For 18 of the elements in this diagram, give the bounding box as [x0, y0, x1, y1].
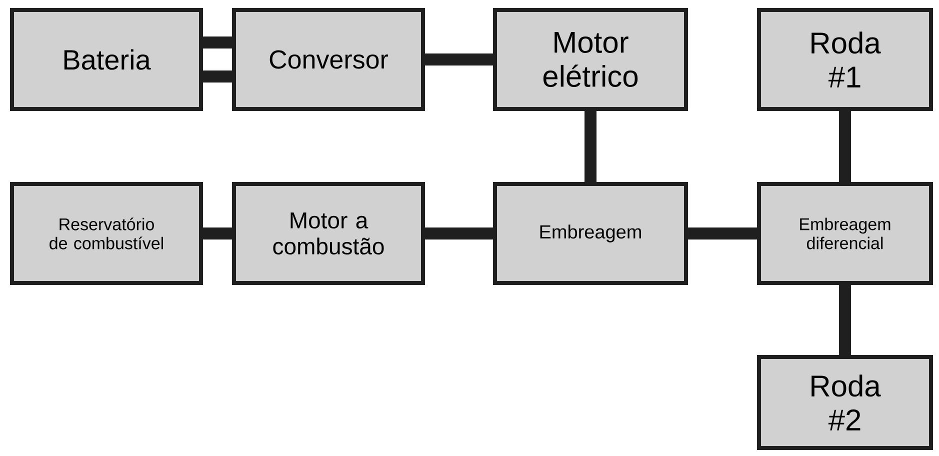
component-box: Motor elétrico: [493, 8, 688, 111]
component-box: Roda #1: [757, 8, 933, 111]
connector-line: [203, 36, 232, 48]
component-box: Motor a combustão: [232, 182, 425, 285]
component-box: Reservatório de combustível: [10, 182, 203, 285]
component-box: Embreagem diferencial: [757, 182, 933, 285]
component-box: Conversor: [232, 8, 425, 111]
connector-line: [688, 228, 757, 240]
connector-line: [203, 70, 232, 82]
connector-line: [839, 285, 851, 355]
connector-line: [203, 228, 232, 240]
component-box: Bateria: [10, 8, 203, 111]
connector-line: [584, 111, 596, 182]
component-box: Roda #2: [757, 355, 933, 450]
connector-line: [425, 228, 493, 240]
component-box: Embreagem: [493, 182, 688, 285]
connector-line: [839, 111, 851, 182]
connector-line: [425, 54, 493, 66]
